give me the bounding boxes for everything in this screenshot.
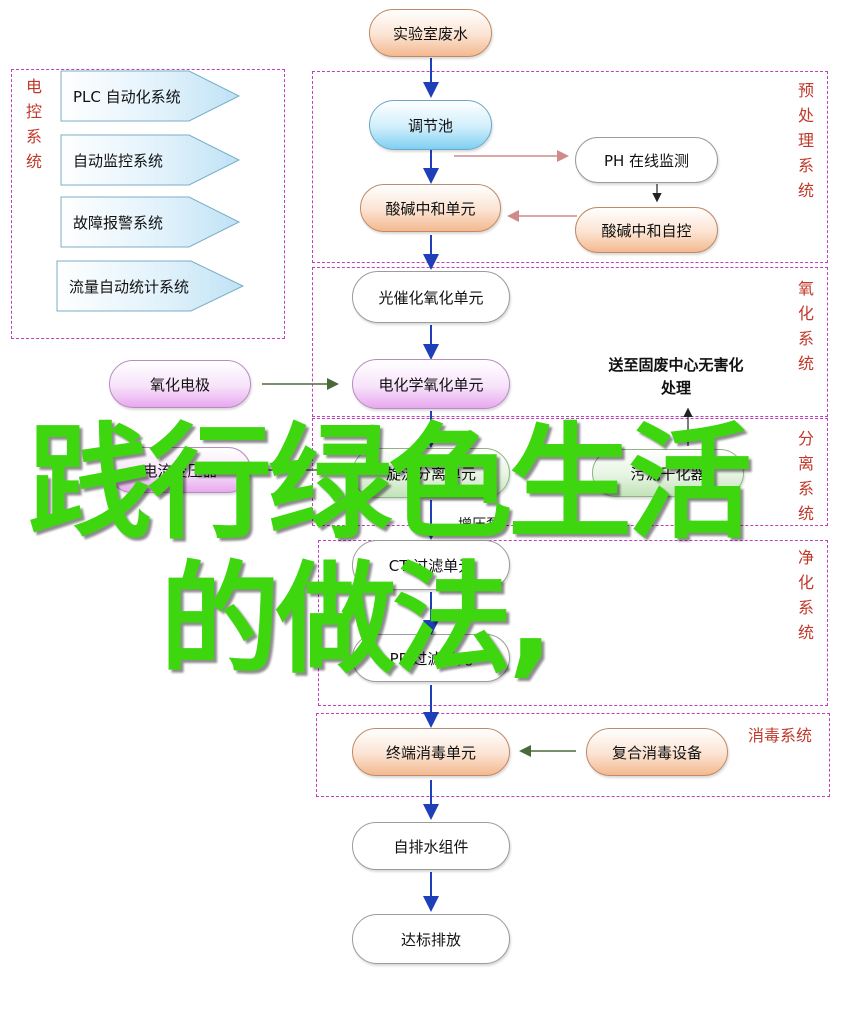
node-oxidation-electrode: 氧化电极 (109, 360, 251, 408)
node-regulating-tank: 调节池 (369, 100, 492, 150)
node-electro-oxidation: 电化学氧化单元 (352, 359, 510, 409)
region-disinfection (316, 713, 830, 797)
region-separation-label: 分离系统 (797, 429, 814, 523)
region-pretreat-label: 预处理系统 (797, 81, 814, 200)
region-pretreat (312, 71, 828, 263)
region-oxidation (312, 267, 828, 417)
solid-waste-note-line2: 处理 (660, 379, 691, 397)
solid-waste-note-line1: 送至固废中心无害化 (608, 356, 744, 374)
region-oxidation-label: 氧化系统 (797, 279, 814, 373)
press-pump-label: 增压泵 (458, 517, 500, 533)
region-control-label: 电控系统 (25, 77, 42, 171)
region-control (11, 69, 285, 339)
node-pp-filter: PP 过滤单元 (352, 634, 510, 682)
region-purification (318, 540, 828, 706)
node-acid-base-unit: 酸碱中和单元 (360, 184, 501, 232)
region-purification-label: 净化系统 (797, 548, 814, 642)
node-photocatalytic: 光催化氧化单元 (352, 271, 510, 323)
node-ph-monitor: PH 在线监测 (575, 137, 718, 183)
node-acid-base-control: 酸碱中和自控 (575, 207, 718, 253)
node-wastewater: 实验室废水 (369, 9, 492, 57)
region-separation (312, 418, 828, 526)
region-disinfection-label: 消毒系统 (748, 726, 813, 745)
node-self-drain: 自排水组件 (352, 822, 510, 870)
node-solidifier: 污泥干化器 (592, 449, 744, 497)
node-composite-disinfect: 复合消毒设备 (586, 728, 728, 776)
node-separation-unit: 旋流分离单元 (352, 448, 510, 498)
node-compliance: 达标排放 (352, 914, 510, 964)
node-terminal-disinfect: 终端消毒单元 (352, 728, 510, 776)
node-ct-filter: CT 过滤单元 (352, 540, 510, 590)
node-current-device: 电流变压器 (109, 447, 251, 493)
solid-waste-note: 送至固废中心无害化 处理 (586, 354, 766, 400)
